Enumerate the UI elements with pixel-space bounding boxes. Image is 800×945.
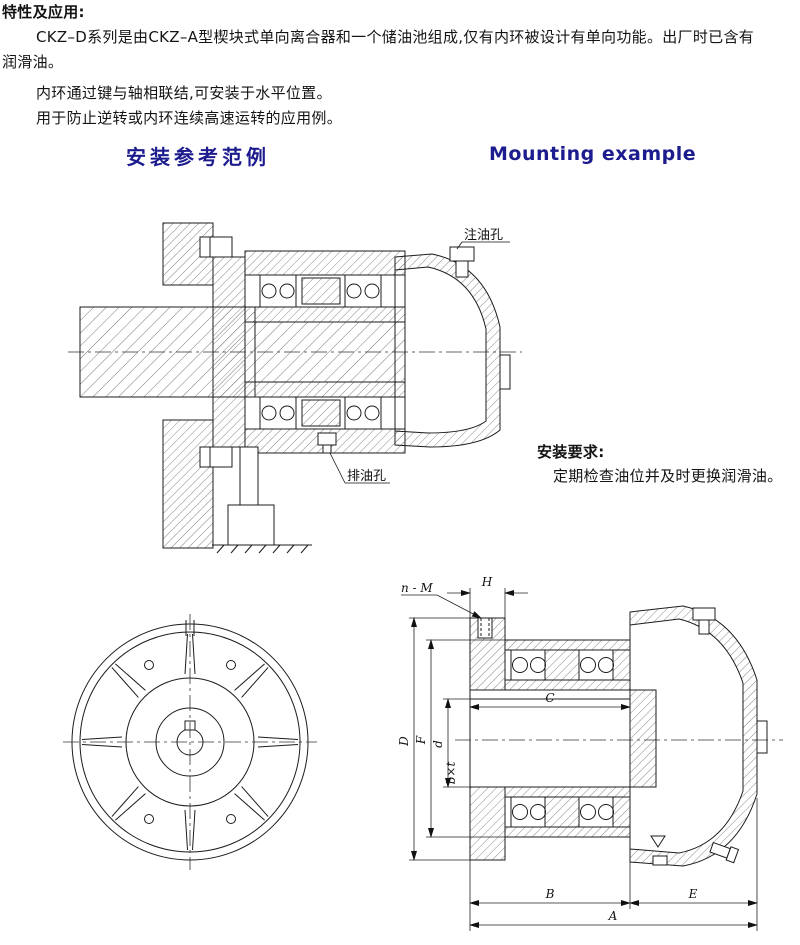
clutch-sleeve	[470, 640, 630, 837]
bolt-holes	[145, 661, 236, 824]
dim-F-label: F	[414, 735, 428, 745]
tapped-hole	[478, 618, 492, 638]
bearing-bottom-right	[345, 397, 381, 429]
intro-paragraph-line2: 润滑油。	[2, 53, 64, 71]
fill-hole-text: 注油孔	[464, 228, 503, 243]
dim-E: E	[629, 798, 758, 909]
oil-reservoir-housing	[395, 254, 510, 447]
dim-A: A	[469, 909, 758, 931]
front-view-drawing	[55, 598, 335, 898]
dim-nM-label: n - M	[401, 581, 433, 595]
oil-drain-plug	[709, 841, 738, 863]
radial-slots	[81, 634, 299, 851]
dim-B: B	[469, 860, 631, 909]
dim-F: F	[414, 639, 505, 838]
section-title-en: Mounting example	[489, 143, 697, 165]
dim-H-label: H	[481, 575, 493, 589]
front-view-centerlines	[63, 614, 317, 870]
dim-B-label: B	[545, 887, 555, 901]
right-boss	[757, 721, 767, 753]
dim-d: d	[431, 698, 470, 788]
bearing-top-left	[260, 275, 296, 307]
bearing-top-right	[345, 275, 381, 307]
dim-D-label: D	[397, 736, 411, 747]
rim-set-screw-mark	[186, 620, 194, 636]
intro-paragraph-line1: CKZ–D系列是由CKZ–A型楔块式单向离合器和一个储油池组成,仅有内环被设计有…	[36, 28, 755, 46]
mounting-example-drawing: 注油孔 排油孔	[60, 175, 530, 575]
bearing-bottom-left	[260, 397, 296, 429]
intro-paragraph-3: 用于防止逆转或内环连续高速运转的应用例。	[36, 109, 343, 127]
dim-d-label: d	[431, 740, 445, 748]
end-cap	[630, 690, 656, 787]
oil-fill-plug	[450, 247, 474, 277]
drain-hole-label: 排油孔	[330, 453, 390, 484]
dim-C: C	[469, 691, 631, 710]
oil-drain-plug	[318, 433, 336, 453]
dimensioned-section-drawing: H n - M D F d b×t C	[397, 575, 790, 943]
intro-paragraph-2: 内环通过键与轴相联结,可安装于水平位置。	[36, 84, 332, 102]
dim-C-label: C	[545, 691, 554, 705]
bearing-top-right	[579, 650, 614, 680]
install-requirements-body: 定期检查油位并及时更换润滑油。	[553, 467, 783, 485]
bore	[470, 699, 630, 787]
bearing-top-left	[511, 650, 546, 680]
bearing-bottom-right	[579, 797, 614, 827]
oil-reservoir-housing	[630, 606, 767, 866]
dim-D: D	[397, 617, 470, 861]
oil-fill-plug	[693, 608, 715, 634]
fill-hole-label: 注油孔	[457, 228, 510, 249]
drain-hole-text: 排油孔	[347, 469, 386, 484]
dim-bxt: b×t	[444, 762, 458, 785]
dim-nM: n - M	[401, 581, 482, 619]
dim-H: H	[447, 575, 528, 618]
oil-level-symbol	[651, 836, 667, 865]
dim-E-label: E	[688, 887, 698, 901]
features-heading: 特性及应用:	[2, 3, 85, 21]
install-requirements-heading: 安装要求:	[537, 443, 605, 461]
dim-bxt-label: b×t	[444, 762, 458, 785]
bearing-bottom-left	[511, 797, 546, 827]
clutch-assembly	[245, 251, 405, 453]
section-title-zh: 安装参考范例	[126, 145, 270, 169]
support-pedestal	[212, 447, 312, 553]
dim-A-label: A	[608, 909, 618, 923]
